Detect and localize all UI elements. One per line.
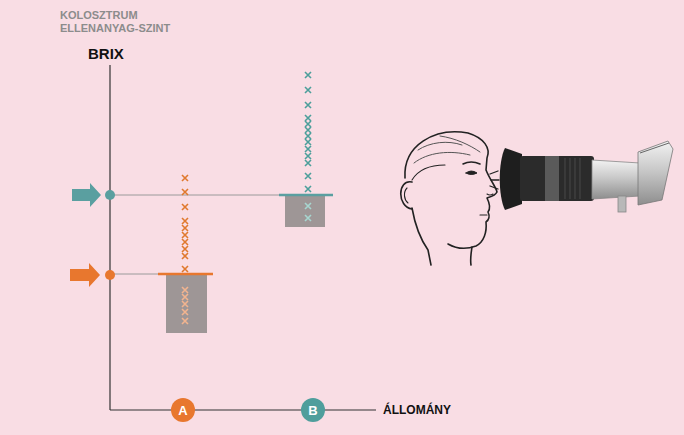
sample-mark: [182, 239, 188, 245]
below-level-box: [285, 196, 325, 227]
sample-mark: [305, 72, 311, 78]
ear-inner: [404, 188, 408, 203]
sample-mark: [182, 309, 188, 315]
sample-mark: [182, 204, 188, 210]
eyebrow: [463, 162, 480, 164]
y-axis: [109, 65, 110, 410]
sample-mark: [182, 189, 188, 195]
sample-mark: [182, 294, 188, 300]
level-arrow: [70, 263, 100, 287]
sample-mark: [182, 232, 188, 238]
sample-mark: [305, 153, 311, 159]
group-letter: A: [178, 403, 187, 418]
sample-marks: [182, 175, 188, 272]
circle-fill: [171, 398, 195, 422]
sample-marks: [305, 72, 311, 192]
nostril: [487, 194, 493, 195]
axis-unit: BRIX: [88, 45, 124, 63]
group-circle: B: [301, 398, 325, 422]
group-circle: A: [171, 398, 195, 422]
sample-mark: [305, 203, 311, 209]
hair-strands: [414, 136, 480, 163]
level-line: [110, 195, 280, 196]
ear: [401, 182, 412, 209]
sample-mark: [182, 266, 188, 272]
below-level-box: [166, 275, 207, 333]
level-arrow: [72, 183, 101, 207]
mouth: [480, 214, 487, 215]
body: [592, 160, 640, 199]
eye: [466, 171, 477, 175]
axis-dot: [105, 270, 115, 280]
axis-dot: [105, 190, 115, 200]
threshold-bar: [279, 194, 333, 197]
sample-mark: [305, 139, 311, 145]
sample-mark: [305, 215, 311, 221]
sample-mark: [182, 287, 188, 293]
focus-ring: [545, 156, 559, 201]
adjust-screw: [618, 196, 626, 212]
prism-head: [638, 141, 673, 205]
sample-mark: [182, 218, 188, 224]
sample-mark: [182, 246, 188, 252]
refractometer-illustration: [500, 141, 673, 212]
sample-mark: [305, 186, 311, 192]
sample-mark: [182, 225, 188, 231]
face-illustration: [401, 132, 499, 265]
tube: [520, 156, 594, 201]
sample-mark: [182, 253, 188, 259]
group-letter: B: [308, 403, 317, 418]
axis-title: KOLOSZTRUM ELLENANYAG-SZINT: [60, 9, 185, 35]
circle-fill: [301, 398, 325, 422]
sight-lines: [490, 171, 499, 189]
sample-mark: [305, 115, 311, 121]
sample-marks: [305, 203, 311, 221]
sample-mark: [305, 121, 311, 127]
sample-mark: [305, 173, 311, 179]
sample-mark: [305, 127, 311, 133]
eyepiece-cup: [500, 148, 522, 210]
hairline: [412, 165, 445, 180]
prism-lid: [640, 143, 669, 153]
level-line: [110, 274, 160, 275]
axis-label: ÁLLOMÁNY: [383, 403, 451, 417]
sample-marks: [182, 287, 188, 324]
neck-back: [412, 208, 431, 265]
sample-mark: [305, 102, 311, 108]
grip-ribs: [565, 158, 580, 199]
threshold-bar: [158, 273, 213, 276]
sample-mark: [305, 146, 311, 152]
sample-mark: [305, 133, 311, 139]
sample-mark: [182, 175, 188, 181]
sample-mark: [182, 301, 188, 307]
x-axis: [110, 409, 376, 410]
neck-front: [471, 247, 472, 265]
sample-mark: [305, 160, 311, 166]
sample-mark: [182, 318, 188, 324]
sample-mark: [305, 87, 311, 93]
